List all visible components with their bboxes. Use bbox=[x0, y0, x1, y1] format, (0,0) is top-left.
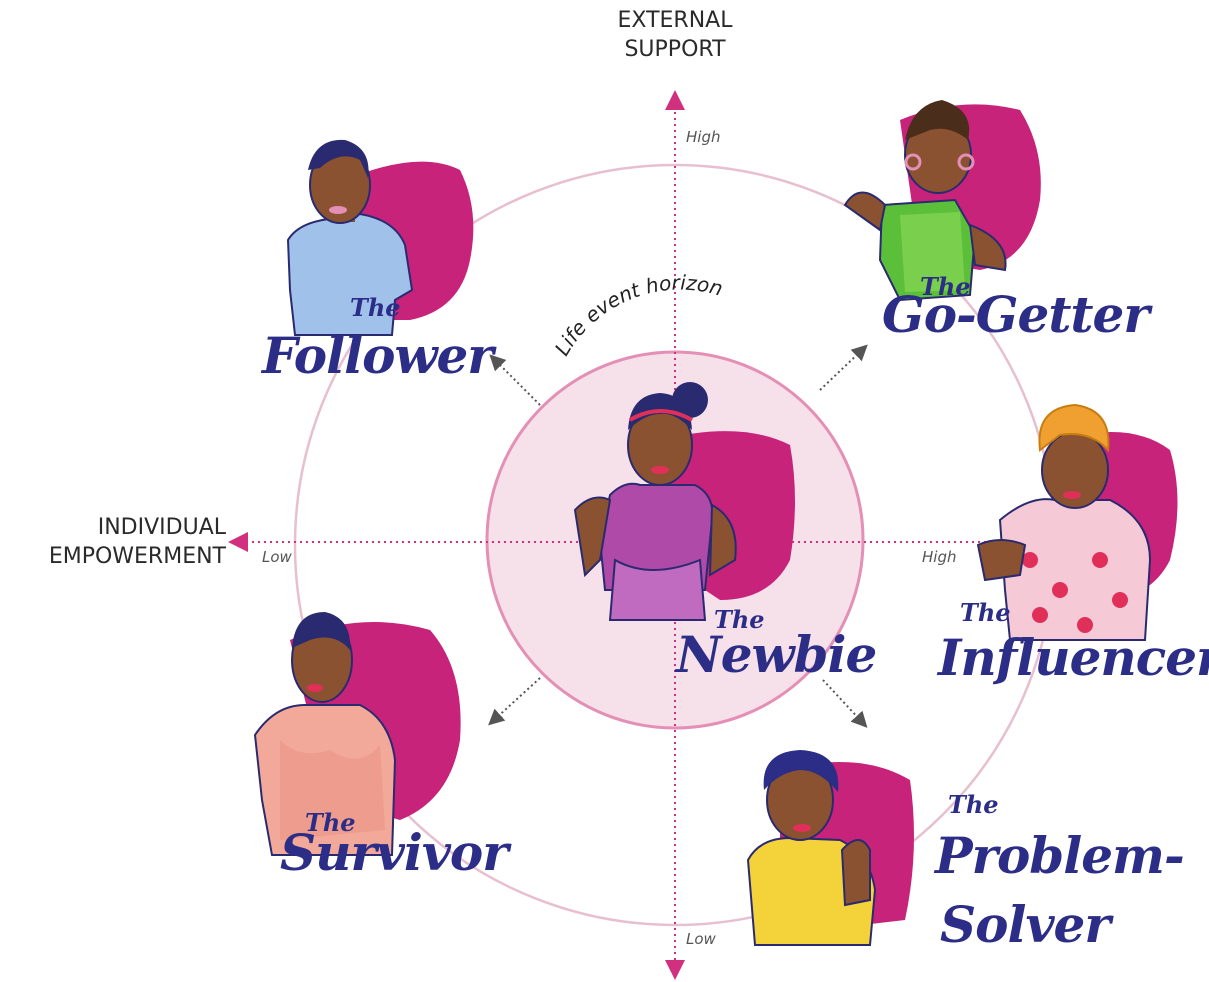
survivor-label: Survivor bbox=[280, 823, 509, 882]
horizontal-axis-low-label: Low bbox=[262, 548, 292, 566]
go-getter-label: Go-Getter bbox=[882, 285, 1150, 344]
influencer-label: Influencer bbox=[938, 628, 1209, 687]
problem-solver-prefix: The bbox=[948, 790, 999, 819]
influencer-prefix: The bbox=[960, 598, 1011, 627]
person-illustration bbox=[746, 750, 914, 946]
arrow-icon bbox=[822, 679, 868, 728]
newbie-label: Newbie bbox=[676, 625, 877, 684]
vertical-axis-high-label: High bbox=[686, 128, 721, 146]
follower-prefix: The bbox=[350, 293, 401, 322]
go-getter-prefix: The bbox=[920, 272, 971, 301]
survivor-prefix: The bbox=[305, 808, 356, 837]
arrow-icon bbox=[819, 344, 868, 391]
problem-solver-label-line1: Problem- bbox=[935, 826, 1185, 885]
person-illustration bbox=[573, 382, 795, 621]
person-illustration bbox=[253, 612, 461, 856]
person-illustration bbox=[286, 139, 474, 336]
horizontal-axis-title: INDIVIDUAL EMPOWERMENT bbox=[48, 515, 226, 569]
arrow-icon bbox=[488, 677, 541, 726]
vertical-axis-title: EXTERNAL SUPPORT bbox=[617, 8, 733, 62]
person-illustration bbox=[976, 403, 1178, 641]
arrow-icon bbox=[489, 354, 541, 406]
horizontal-axis-high-label: High bbox=[922, 548, 957, 566]
vertical-axis-low-label: Low bbox=[686, 930, 716, 948]
follower-label: Follower bbox=[262, 326, 494, 385]
newbie-prefix: The bbox=[714, 605, 765, 634]
person-illustration bbox=[843, 100, 1041, 302]
horizon-label: Life event horizon bbox=[550, 270, 726, 359]
problem-solver-label-line2: Solver bbox=[940, 895, 1111, 954]
